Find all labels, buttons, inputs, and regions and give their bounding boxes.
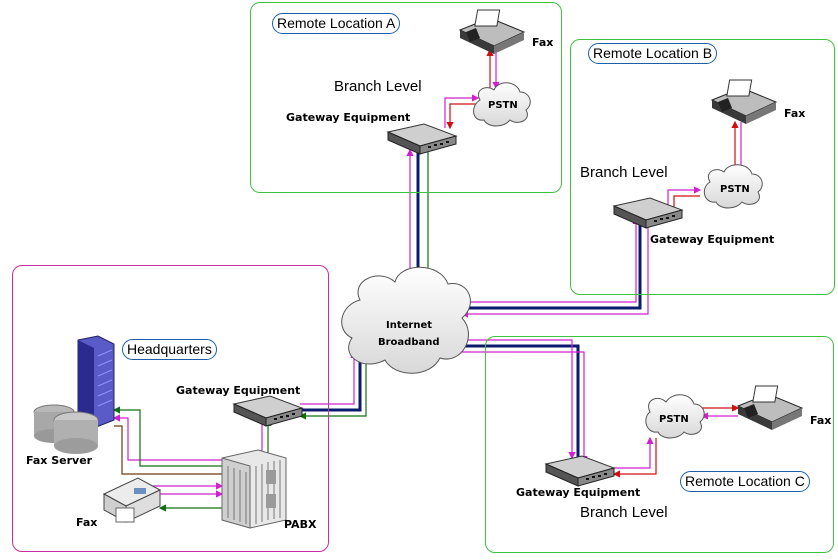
gateway-device-b — [612, 197, 684, 229]
pstn-label-c: PSTN — [659, 414, 689, 425]
fax-machine-c — [736, 385, 804, 430]
gateway-device-hq — [232, 395, 304, 427]
fax-machine-hq — [102, 477, 162, 523]
link-internet-remote-b — [458, 218, 642, 310]
link-internet-hq — [300, 344, 362, 412]
pabx-label: PABX — [284, 518, 317, 531]
gateway-device-c — [544, 455, 616, 487]
branch-level-label-b: Branch Level — [580, 164, 668, 181]
remote-location-b-frame — [570, 39, 835, 295]
remote-location-c-frame — [485, 336, 834, 553]
remote-location-c-title: Remote Location C — [680, 471, 810, 492]
broadband-label: Broadband — [378, 337, 440, 348]
fax-machine-a — [458, 9, 526, 54]
pstn-cloud-a — [473, 82, 531, 127]
pstn-cloud-b — [703, 164, 763, 209]
link-internet-remote-c — [452, 344, 580, 462]
gateway-label-c: Gateway Equipment — [516, 486, 641, 499]
gateway-device-a — [386, 123, 458, 155]
internet-cloud — [341, 266, 471, 374]
fax-machine-b — [710, 79, 778, 124]
pabx-unit — [221, 449, 287, 529]
fax-label-c: Fax — [810, 414, 832, 427]
fax-label-hq: Fax — [76, 516, 98, 529]
fax-label-b: Fax — [784, 107, 806, 120]
pstn-label-b: PSTN — [720, 184, 750, 195]
headquarters-title: Headquarters — [122, 339, 217, 360]
remote-location-a-frame — [250, 2, 562, 193]
gateway-label-a: Gateway Equipment — [286, 111, 411, 124]
pstn-cloud-c — [645, 394, 705, 439]
pstn-label-a: PSTN — [488, 100, 518, 111]
gateway-label-hq: Gateway Equipment — [176, 384, 301, 397]
headquarters-frame — [12, 265, 329, 552]
branch-level-label-a: Branch Level — [334, 78, 422, 95]
fax-server — [33, 335, 115, 454]
fax-server-label: Fax Server — [26, 454, 93, 467]
fax-label-a: Fax — [532, 36, 554, 49]
remote-location-a-title: Remote Location A — [272, 13, 401, 34]
internet-label: Internet — [386, 320, 433, 331]
gateway-label-b: Gateway Equipment — [650, 233, 775, 246]
branch-level-label-c: Branch Level — [580, 504, 668, 521]
remote-location-b-title: Remote Location B — [588, 43, 718, 64]
